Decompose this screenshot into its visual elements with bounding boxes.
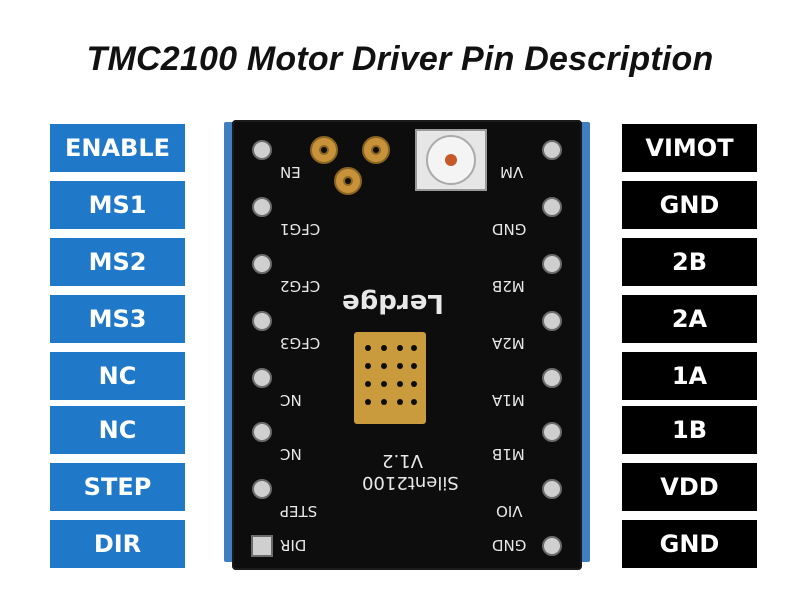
pad-left-5 bbox=[252, 368, 272, 388]
silk-left-4: CFG3 bbox=[280, 334, 321, 352]
pad-right-1 bbox=[542, 140, 562, 160]
silk-right-8: GND bbox=[492, 536, 527, 554]
board-brand: Lerdge bbox=[342, 288, 444, 318]
left-pin-label-2: MS1 bbox=[50, 181, 185, 229]
board-version: V1.2 bbox=[382, 450, 423, 471]
gold-vias bbox=[310, 136, 390, 195]
pad-left-6 bbox=[252, 422, 272, 442]
pad-left-2 bbox=[252, 197, 272, 217]
pad-right-5 bbox=[542, 368, 562, 388]
right-pin-label-2: GND bbox=[622, 181, 757, 229]
left-pin-label-6: NC bbox=[50, 406, 185, 454]
right-pin-label-1: VIMOT bbox=[622, 124, 757, 172]
left-pin-label-4: MS3 bbox=[50, 295, 185, 343]
potentiometer bbox=[415, 129, 487, 191]
right-pin-label-5: 1A bbox=[622, 352, 757, 400]
pad-right-6 bbox=[542, 422, 562, 442]
pad-right-7 bbox=[542, 479, 562, 499]
pad-left-3 bbox=[252, 254, 272, 274]
pad-right-4 bbox=[542, 311, 562, 331]
pad-left-7 bbox=[252, 479, 272, 499]
silk-left-1: EN bbox=[280, 163, 301, 181]
left-solder-pads bbox=[251, 140, 273, 557]
silk-right-4: M2A bbox=[492, 334, 525, 352]
board-drawing bbox=[251, 129, 562, 557]
thermal-pad bbox=[354, 332, 426, 424]
pad-right-2 bbox=[542, 197, 562, 217]
board-model: Silent2100 bbox=[362, 472, 459, 493]
driver-board: EN CFG1 CFG2 CFG3 NC NC STEP DIR VM GND … bbox=[232, 120, 582, 570]
diagram-title: TMC2100 Motor Driver Pin Description bbox=[86, 40, 714, 78]
pad-right-8 bbox=[542, 536, 562, 556]
silk-left-6: NC bbox=[280, 445, 302, 463]
right-pin-label-8: GND bbox=[622, 520, 757, 568]
silk-right-6: M1B bbox=[492, 445, 525, 463]
silk-left-2: CFG1 bbox=[280, 220, 321, 238]
silk-left-7: STEP bbox=[280, 502, 318, 520]
right-pin-label-6: 1B bbox=[622, 406, 757, 454]
pad-left-1 bbox=[252, 140, 272, 160]
silk-right-5: M1A bbox=[492, 391, 525, 409]
pad-left-8-square bbox=[251, 535, 273, 557]
silk-left-8: DIR bbox=[280, 536, 307, 554]
left-pin-label-5: NC bbox=[50, 352, 185, 400]
left-pin-label-8: DIR bbox=[50, 520, 185, 568]
silk-right-7: VIO bbox=[496, 502, 523, 520]
right-solder-pads bbox=[542, 140, 562, 556]
silk-left-5: NC bbox=[280, 391, 302, 409]
silk-right-3: M2B bbox=[492, 277, 525, 295]
silk-right-1: VM bbox=[500, 163, 524, 181]
left-pin-label-1: ENABLE bbox=[50, 124, 185, 172]
silk-right-2: GND bbox=[492, 220, 527, 238]
right-pin-label-3: 2B bbox=[622, 238, 757, 286]
right-pin-label-7: VDD bbox=[622, 463, 757, 511]
left-pin-label-3: MS2 bbox=[50, 238, 185, 286]
right-pin-label-4: 2A bbox=[622, 295, 757, 343]
pad-right-3 bbox=[542, 254, 562, 274]
silk-left-3: CFG2 bbox=[280, 277, 321, 295]
pad-left-4 bbox=[252, 311, 272, 331]
left-pin-label-7: STEP bbox=[50, 463, 185, 511]
